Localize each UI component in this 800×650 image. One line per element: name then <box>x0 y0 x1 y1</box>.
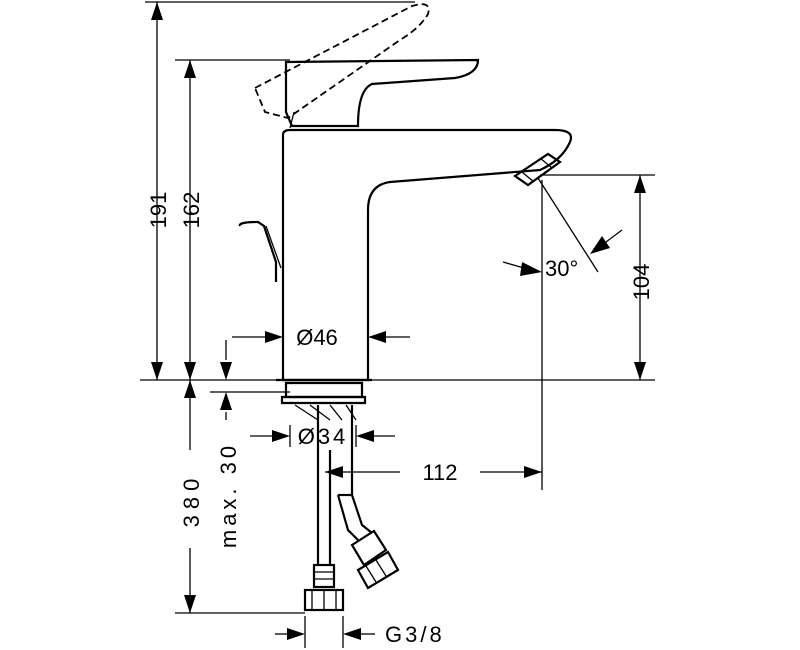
label-lever-height: 162 <box>179 192 204 229</box>
label-reach: 112 <box>422 460 457 485</box>
label-connection-thread: G3/8 <box>385 622 445 647</box>
dimension-total-height <box>151 2 163 380</box>
dimension-spout-angle <box>502 177 623 276</box>
label-spout-angle: 30° <box>545 256 578 281</box>
dimension-hose-length <box>184 380 196 613</box>
label-counter-thickness: max. 30 <box>216 442 241 548</box>
label-shank-diameter: Ø34 <box>298 424 349 449</box>
label-total-height: 191 <box>146 192 171 229</box>
dimension-reach <box>325 466 542 478</box>
faucet-lever <box>253 3 480 129</box>
mounting-shank <box>280 381 367 495</box>
pop-up-rod <box>238 220 282 282</box>
dimension-shank-diameter <box>250 425 395 447</box>
label-spout-height: 104 <box>629 264 654 301</box>
supply-hoses <box>303 450 400 612</box>
dimension-connection-thread <box>275 616 375 648</box>
dimension-labels: 191 162 104 Ø46 30° Ø34 112 380 max. 30 … <box>146 192 654 647</box>
extension-lines <box>140 1 655 614</box>
dimension-lever-height <box>184 60 196 380</box>
faucet-body <box>276 128 573 382</box>
label-body-diameter: Ø46 <box>296 325 338 350</box>
label-hose-length: 380 <box>179 473 204 528</box>
dimension-spout-height <box>634 175 646 380</box>
dimension-body-diameter <box>232 331 410 343</box>
dimension-counter-thickness <box>220 340 232 420</box>
